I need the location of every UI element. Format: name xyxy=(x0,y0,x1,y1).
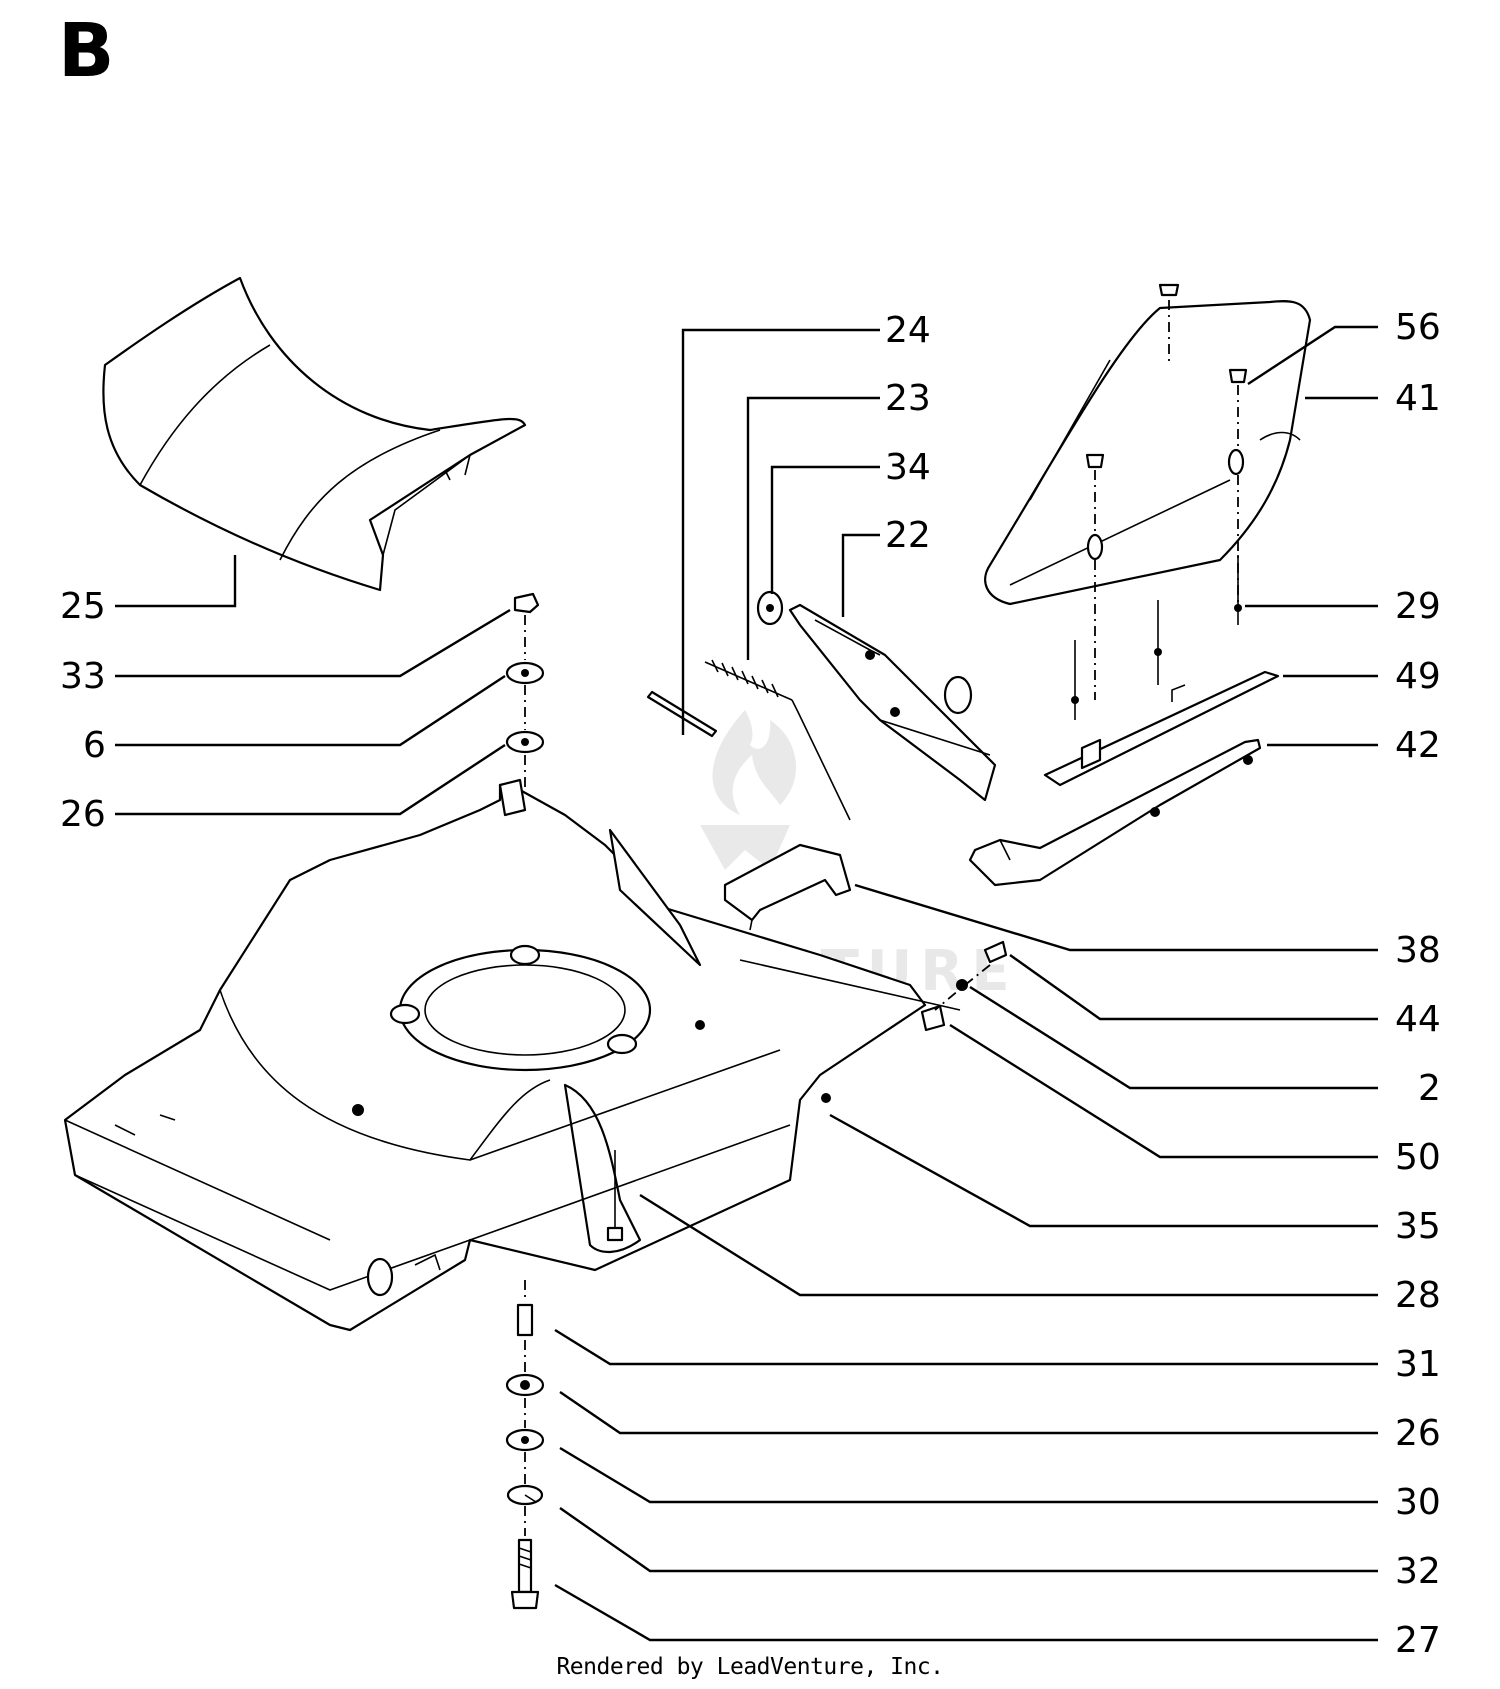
part-34-nut xyxy=(756,590,784,626)
watermark-flame-logo xyxy=(700,710,797,870)
callout-38: 38 xyxy=(1395,930,1441,971)
part-50-clip xyxy=(920,1004,946,1032)
callout-50: 50 xyxy=(1395,1137,1441,1178)
part-38-bracket xyxy=(723,843,852,931)
callout-25: 25 xyxy=(60,586,106,627)
callout-31: 31 xyxy=(1395,1344,1441,1385)
callout-27: 27 xyxy=(1395,1620,1441,1661)
part-29-bolts xyxy=(1071,555,1242,720)
callout-2: 2 xyxy=(1418,1068,1441,1109)
part-26-washer-lower xyxy=(505,1373,545,1397)
part-33-nut xyxy=(513,592,540,614)
part-30-washer xyxy=(505,1428,545,1452)
callout-30: 30 xyxy=(1395,1482,1441,1523)
part-49-plate xyxy=(1043,670,1280,787)
callout-33: 33 xyxy=(60,656,106,697)
part-31-spacer xyxy=(516,1303,534,1337)
credit-footer: Rendered by LeadVenture, Inc. xyxy=(556,1654,944,1680)
section-letter: B xyxy=(58,8,115,94)
callout-26-upper: 26 xyxy=(60,794,106,835)
callout-numbers: 24 23 34 22 56 41 25 33 6 26 29 49 42 38… xyxy=(60,307,1441,1661)
part-41-side-cover xyxy=(984,300,1312,606)
part-22-lever xyxy=(788,603,997,802)
callout-49: 49 xyxy=(1395,656,1441,697)
callout-41: 41 xyxy=(1395,378,1441,419)
callout-35: 35 xyxy=(1395,1206,1441,1247)
callout-34: 34 xyxy=(885,447,931,488)
part-6-washer xyxy=(505,661,545,685)
callout-24: 24 xyxy=(885,310,931,351)
part-42-rail xyxy=(968,738,1262,887)
callout-22: 22 xyxy=(885,515,931,556)
leader-lines xyxy=(115,325,1378,1642)
callout-23: 23 xyxy=(885,378,931,419)
callout-44: 44 xyxy=(1395,999,1441,1040)
part-44-screw xyxy=(983,940,1008,964)
callout-42: 42 xyxy=(1395,725,1441,766)
callout-26-lower: 26 xyxy=(1395,1413,1441,1454)
part-2-washer xyxy=(956,979,968,991)
part-27-bolt xyxy=(510,1538,540,1610)
part-23-spring xyxy=(704,659,851,821)
callout-56: 56 xyxy=(1395,307,1441,348)
mower-deck xyxy=(63,778,961,1332)
callout-29: 29 xyxy=(1395,586,1441,627)
part-25-cover xyxy=(102,276,527,592)
callout-28: 28 xyxy=(1395,1275,1441,1316)
part-32-lock-washer xyxy=(506,1484,544,1506)
part-26-washer-upper xyxy=(505,730,545,754)
callout-6: 6 xyxy=(83,725,106,766)
callout-32: 32 xyxy=(1395,1551,1441,1592)
screws-side-cover xyxy=(1085,283,1248,561)
